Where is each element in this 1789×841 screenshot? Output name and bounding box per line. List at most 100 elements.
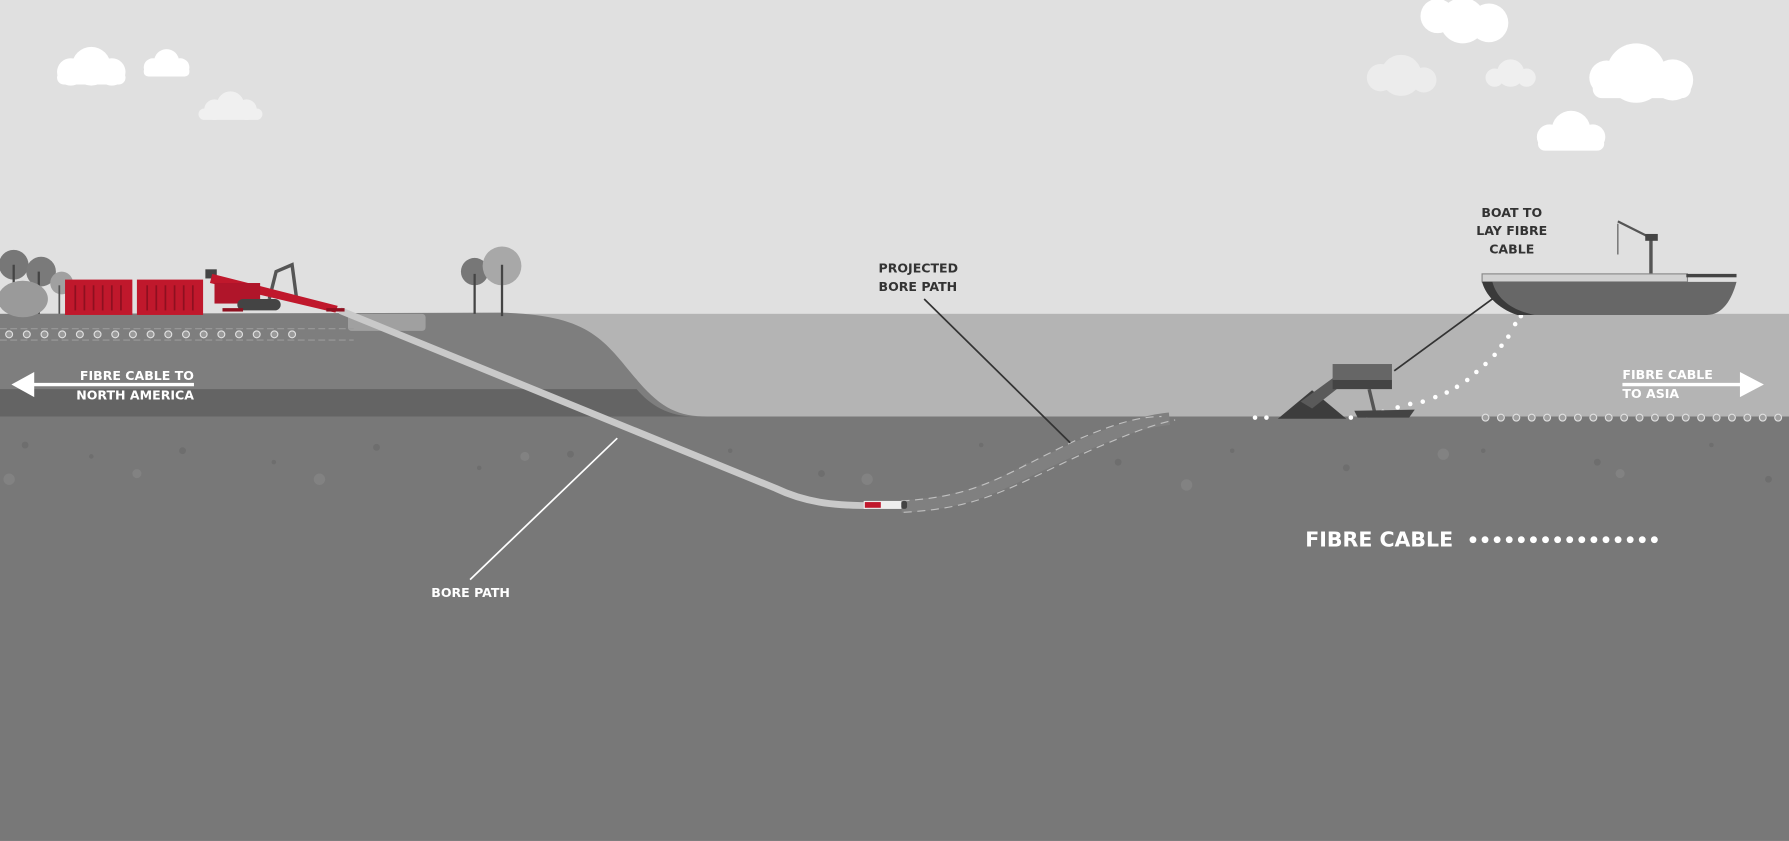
cable-dot xyxy=(181,330,190,339)
shore-land-lower xyxy=(0,389,696,417)
plough-icon xyxy=(1277,364,1415,419)
sky xyxy=(0,0,1789,315)
cable-dot xyxy=(1638,536,1646,544)
bore-path xyxy=(338,307,868,509)
cable-dot xyxy=(1681,413,1690,422)
cable-dot xyxy=(1464,377,1470,383)
cable-dot xyxy=(1650,413,1659,422)
cable-dot xyxy=(1505,536,1513,544)
cable-dot xyxy=(1758,413,1767,422)
seabed-texture-light xyxy=(3,448,1625,491)
cable-dot xyxy=(270,330,279,339)
cable-dot xyxy=(1348,415,1354,420)
projected-bore-path-edge xyxy=(901,415,1162,502)
cable-dot xyxy=(235,330,244,339)
cable-dot xyxy=(1506,334,1511,339)
bore-path-label: BORE PATH xyxy=(431,585,510,600)
seabed xyxy=(0,416,1789,841)
cable-dot xyxy=(199,330,208,339)
cable-dot xyxy=(1589,413,1598,422)
cable-dot xyxy=(128,330,137,339)
cable-dot xyxy=(1602,536,1610,544)
cable-dot xyxy=(1542,536,1549,544)
cable-dot xyxy=(1590,536,1598,544)
cable-dot xyxy=(1512,413,1521,422)
cable-dot xyxy=(40,330,49,339)
cable-dot xyxy=(1395,405,1400,410)
cable-dot xyxy=(5,330,14,339)
cable-dot xyxy=(1774,413,1783,422)
fibre-cable-left xyxy=(5,330,297,339)
tree-icon xyxy=(0,249,74,318)
ship-icon xyxy=(1481,220,1737,315)
cable-dot xyxy=(1492,352,1497,358)
cable-dot xyxy=(1517,536,1525,544)
cable-dot xyxy=(1573,413,1582,422)
cable-dot xyxy=(1474,369,1479,375)
cable-dot xyxy=(1650,536,1658,544)
cable-dot xyxy=(1727,413,1736,422)
arrow-right-icon xyxy=(1622,372,1764,398)
cable-dot xyxy=(1554,536,1562,544)
seabed-texture xyxy=(21,441,1772,483)
cable-dot xyxy=(1499,343,1504,349)
cable-dot xyxy=(1614,536,1622,544)
cloud-icon xyxy=(1485,59,1536,87)
cable-dot xyxy=(58,330,67,339)
cable-dot xyxy=(1635,413,1644,422)
legend-fibre-cable-label: FIBRE CABLE xyxy=(1305,528,1453,552)
cloud-icon xyxy=(1420,0,1509,44)
cable-dot xyxy=(1252,415,1258,420)
cable-dot xyxy=(1558,413,1567,422)
cable-dot xyxy=(288,330,297,339)
cable-dot xyxy=(22,330,31,339)
cable-dot xyxy=(1481,413,1490,422)
cable-dot xyxy=(1483,361,1488,367)
container-icon xyxy=(65,279,133,315)
cable-dot xyxy=(1407,401,1413,407)
cable-dot xyxy=(1420,399,1426,404)
cable-dot xyxy=(1444,390,1449,395)
cable-dot xyxy=(1626,536,1634,544)
cloud-icon xyxy=(143,49,190,77)
cable-dot xyxy=(1666,413,1675,422)
bore-path-leader xyxy=(469,437,618,581)
cable-dot xyxy=(1566,536,1574,544)
cable-dot xyxy=(1496,413,1505,422)
cable-dot xyxy=(1543,413,1552,422)
cable-dot xyxy=(252,330,261,339)
cable-dot xyxy=(111,330,120,339)
cable-dot xyxy=(1512,321,1518,327)
cloud-icon xyxy=(1589,43,1694,103)
cloud-icon xyxy=(1536,110,1606,151)
drill-rig-icon xyxy=(205,262,345,313)
cable-dot xyxy=(1481,536,1489,544)
cable-dot xyxy=(1530,536,1537,544)
cable-dot xyxy=(146,330,155,339)
cable-dot xyxy=(1433,394,1438,400)
cable-dot xyxy=(1493,536,1501,544)
cable-dot xyxy=(1527,413,1536,422)
fibre-cable-right xyxy=(1481,413,1783,422)
cable-dot xyxy=(1264,415,1269,420)
tree-icon xyxy=(460,246,522,317)
cable-dot xyxy=(164,330,173,339)
cable-dot xyxy=(1604,413,1613,422)
cable-dot xyxy=(93,330,102,339)
legend-fibre-cable-swatch xyxy=(1469,536,1658,544)
cloud-icon xyxy=(57,46,126,86)
cable-dot xyxy=(1620,413,1629,422)
drill-head-icon xyxy=(863,500,908,509)
cloud-icon xyxy=(1366,54,1437,96)
cable-dot xyxy=(1712,413,1721,422)
projected-bore-path xyxy=(900,412,1171,513)
cable-dot xyxy=(75,330,84,339)
tow-line xyxy=(1393,298,1493,372)
arrow-left-icon xyxy=(11,372,194,398)
